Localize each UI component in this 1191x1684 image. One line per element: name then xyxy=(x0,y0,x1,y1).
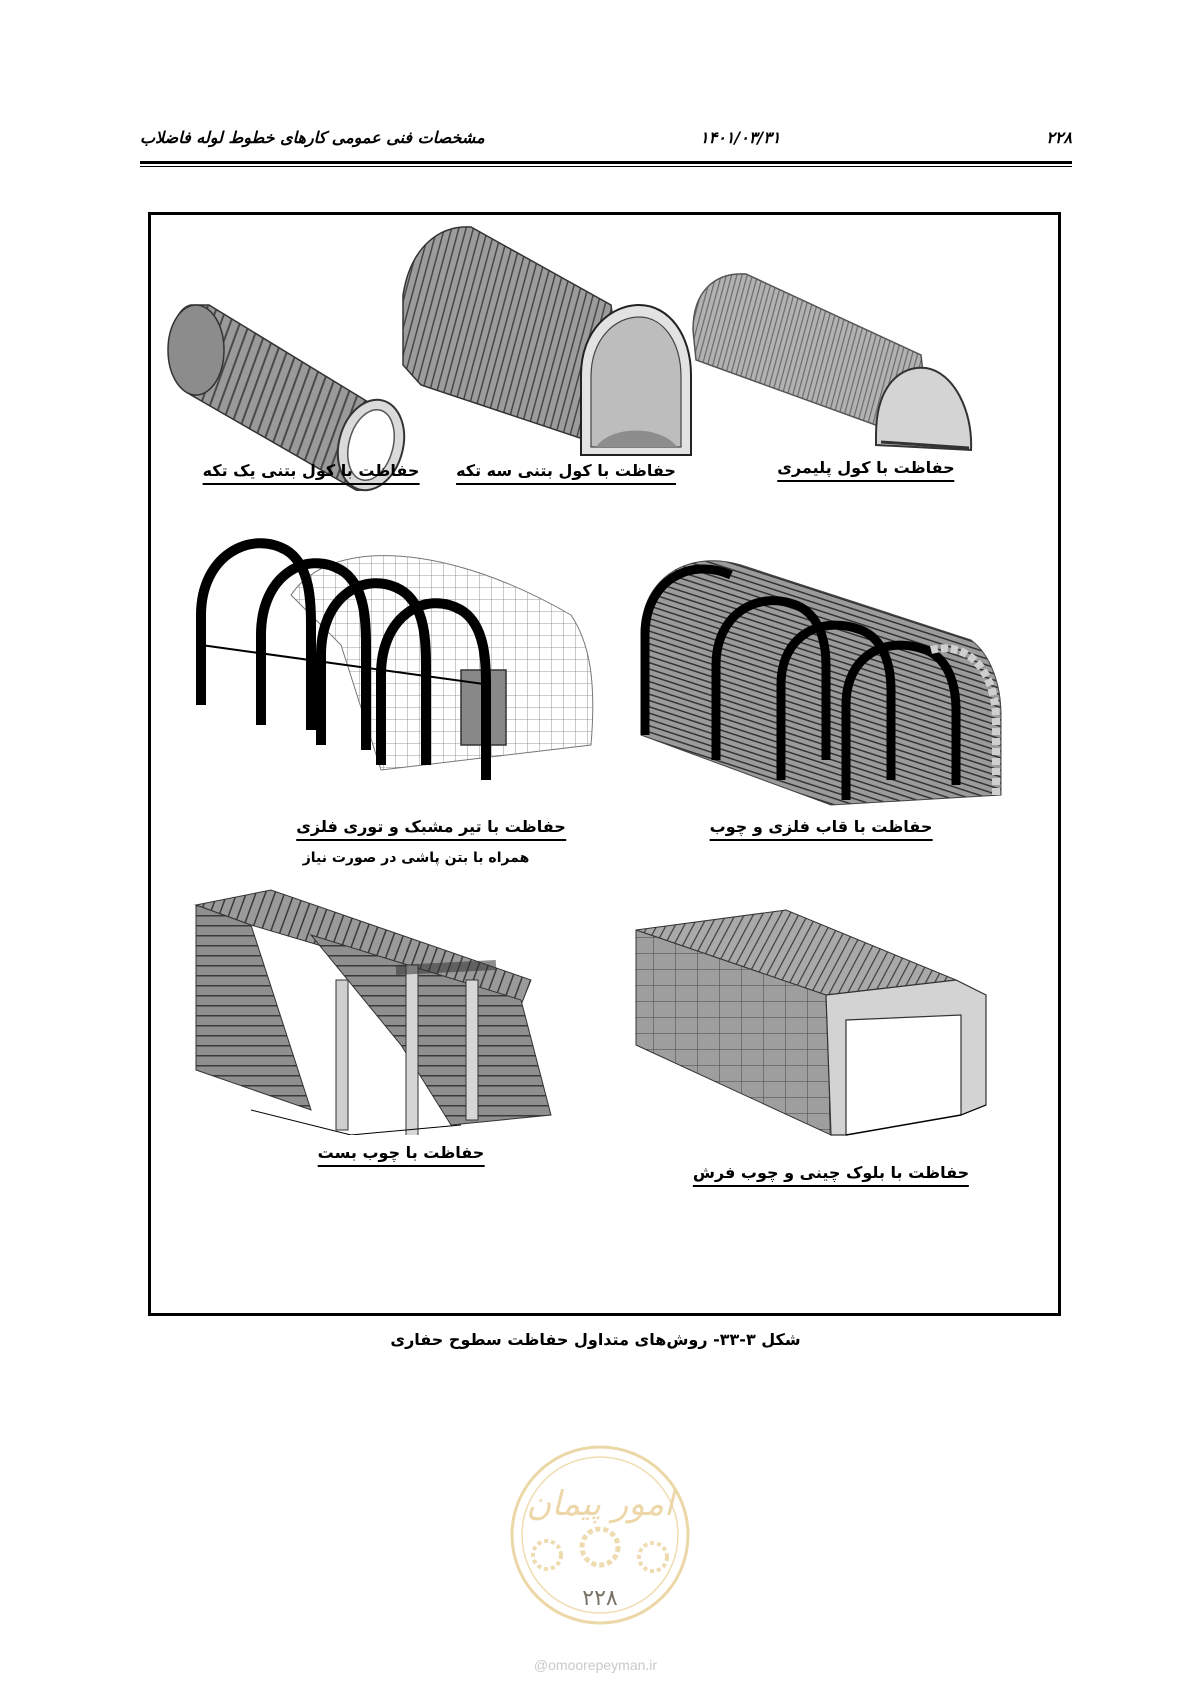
block-masonry-tunnel-icon xyxy=(635,909,987,1136)
website-watermark: @omoorepeyman.ir xyxy=(533,1657,658,1673)
panel-steel-timber: حفاظت با قاب فلزی و چوب xyxy=(631,555,1031,845)
panel-polymer: حفاظت با کول پلیمری xyxy=(691,270,991,500)
header-rule-thin xyxy=(140,166,1072,167)
three-piece-concrete-tunnel-icon xyxy=(402,226,692,457)
panel-three-piece: حفاظت با کول بتنی سه تکه xyxy=(401,225,701,495)
timber-set-icon xyxy=(194,889,552,1135)
lattice-girder-mesh-icon xyxy=(196,538,594,780)
figure-caption: شکل ۳-۳۳- روش‌های متداول حفاظت سطوح حفار… xyxy=(390,1330,801,1349)
header-title: مشخصات فنی عمومی کارهای خطوط لوله فاضلاب xyxy=(140,128,485,147)
caption-lattice: حفاظت با تیر مشبک و توری فلزی xyxy=(296,817,566,841)
subcaption-lattice: همراه با بتن پاشی در صورت نیاز xyxy=(302,850,530,866)
seal-page-number: ۲۲۸ xyxy=(582,1586,618,1611)
page-number: ۲۲۸ xyxy=(1046,128,1072,147)
panel-precast-pipe: حفاظت با کول بتنی یک تکه xyxy=(151,275,441,495)
polymer-culvert-icon xyxy=(692,273,973,452)
panel-timber-set: حفاظت با چوب بست xyxy=(191,885,611,1185)
caption-precast-pipe: حفاظت با کول بتنی یک تکه xyxy=(202,461,420,485)
header-date: ۱۴۰۱/۰۳/۳۱ xyxy=(700,128,781,147)
seal-text: امور پیمان xyxy=(526,1484,677,1524)
precast-concrete-pipe-icon xyxy=(167,304,406,492)
omoorepeyman-seal-logo: امور پیمان ۲۲۸ xyxy=(505,1435,695,1635)
caption-timber-set: حفاظت با چوب بست xyxy=(317,1143,485,1167)
figure-frame: حفاظت با کول بتنی یک تکه حفاظت با کول بت… xyxy=(148,212,1061,1316)
caption-masonry: حفاظت با بلوک چینی و چوب فرش xyxy=(692,1163,970,1187)
steel-arch-timber-lagging-icon xyxy=(640,560,1002,806)
caption-steel-timber: حفاظت با قاب فلزی و چوب xyxy=(709,817,933,841)
header-rule xyxy=(140,161,1072,164)
page-header: مشخصات فنی عمومی کارهای خطوط لوله فاضلاب… xyxy=(140,128,1072,152)
caption-polymer: حفاظت با کول پلیمری xyxy=(777,458,955,482)
caption-three-piece: حفاظت با کول بتنی سه تکه xyxy=(456,461,676,485)
panel-masonry: حفاظت با بلوک چینی و چوب فرش xyxy=(631,905,1031,1195)
panel-lattice: حفاظت با تیر مشبک و توری فلزی همراه با ب… xyxy=(191,515,611,885)
